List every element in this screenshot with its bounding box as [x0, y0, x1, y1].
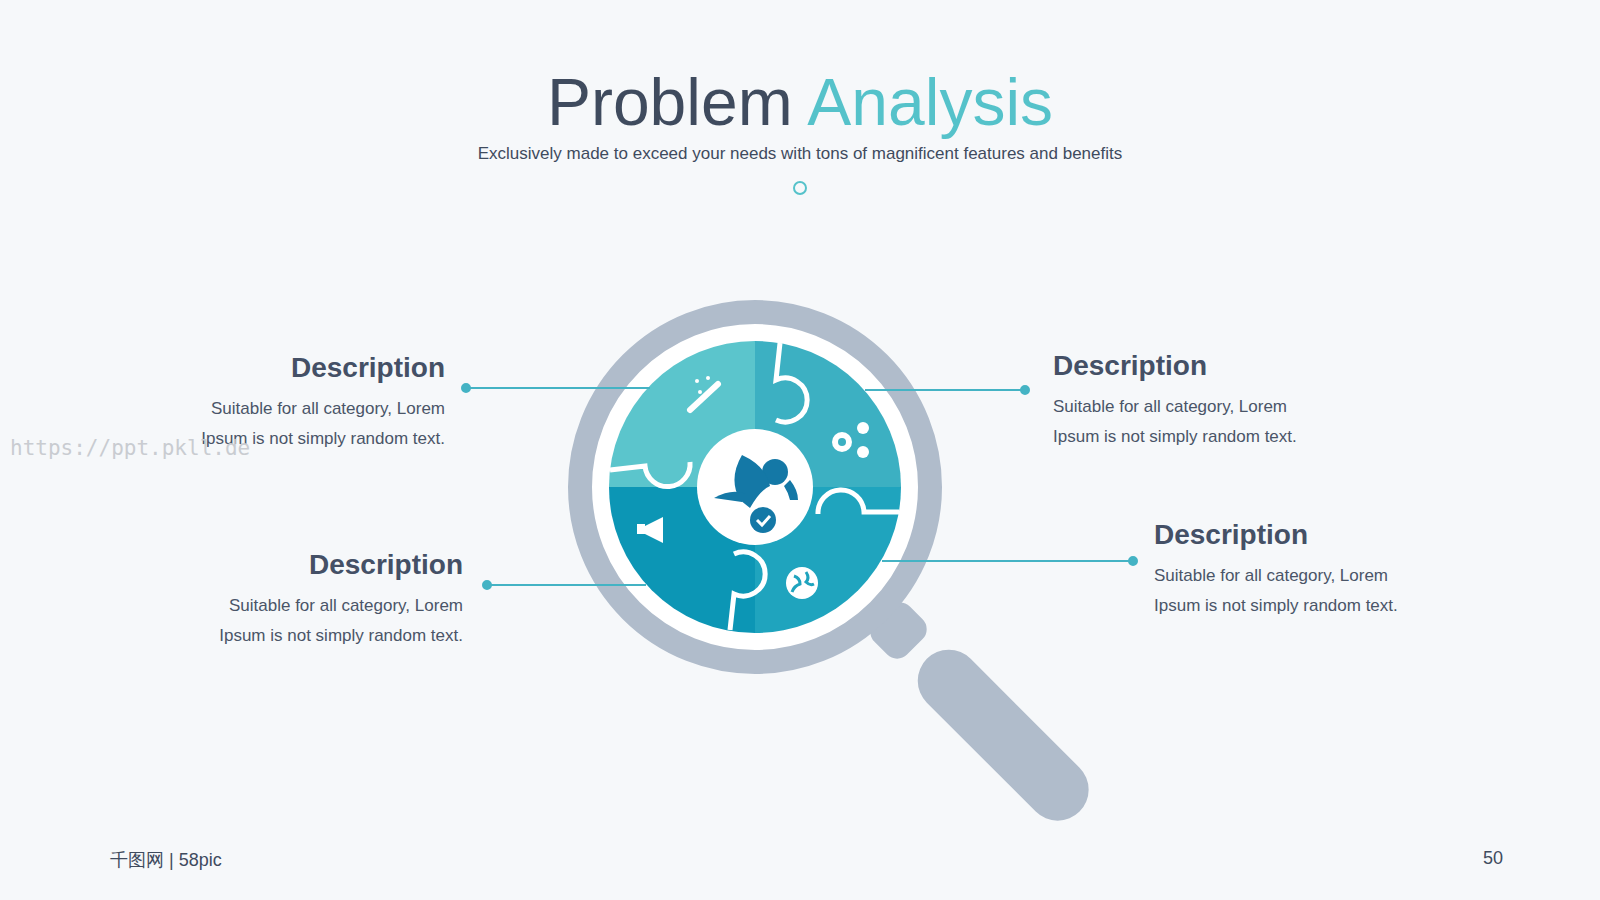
desc-heading: Description [291, 352, 445, 384]
desc-body: Suitable for all category, Lorem Ipsum i… [191, 591, 463, 651]
slide-title: Problem Analysis [0, 62, 1600, 142]
page-number: 50 [1483, 848, 1503, 869]
desc-heading: Description [1154, 519, 1308, 551]
desc-body: Suitable for all category, Lorem Ipsum i… [1053, 392, 1325, 452]
footer-brand: 千图网 | 58pic [110, 848, 222, 872]
desc-heading: Description [309, 549, 463, 581]
desc-body: Suitable for all category, Lorem Ipsum i… [1154, 561, 1426, 621]
watermark: https://ppt.pkll.de [10, 436, 250, 460]
desc-heading: Description [1053, 350, 1207, 382]
slide-caption: Exclusively made to exceed your needs wi… [0, 144, 1600, 164]
